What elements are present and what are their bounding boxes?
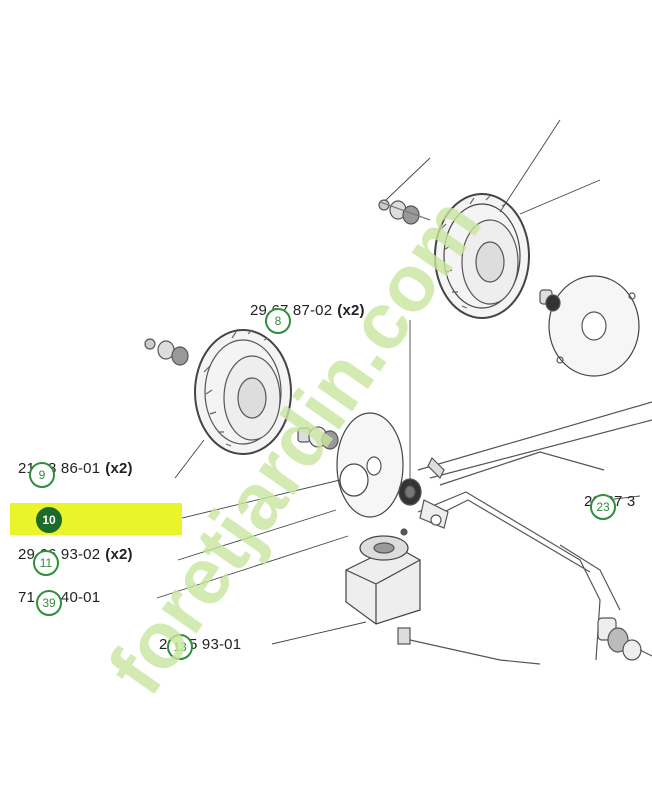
callout-39[interactable]: 39: [36, 590, 62, 616]
bushings-part-9: [297, 426, 339, 450]
callout-10[interactable]: 10: [36, 507, 62, 533]
callout-11[interactable]: 11: [33, 550, 59, 576]
axle-bearings-left: [144, 338, 189, 366]
drive-frame: [409, 401, 652, 665]
drive-cover-plate: [539, 275, 640, 377]
axle-bearings-top: [378, 199, 431, 225]
callout-9[interactable]: 9: [29, 462, 55, 488]
callout-13[interactable]: 13: [167, 634, 193, 660]
pinion-gear: [398, 478, 422, 506]
part-number: 29 66 93-02: [18, 546, 101, 563]
gearbox: [345, 528, 421, 645]
gear-plate: [336, 412, 404, 518]
part-number: 29 67 87-02: [250, 302, 333, 319]
quantity: (x2): [337, 302, 365, 319]
label-part-8: 29 67 87-02(x2): [250, 302, 365, 319]
quantity: (x2): [105, 460, 133, 477]
rear-wheel-left: [194, 329, 292, 455]
leader-lines: [156, 119, 641, 645]
callout-8[interactable]: 8: [265, 308, 291, 334]
callout-23[interactable]: 23: [590, 494, 616, 520]
rear-wheel-right: [434, 193, 530, 319]
quantity: (x2): [105, 546, 133, 563]
